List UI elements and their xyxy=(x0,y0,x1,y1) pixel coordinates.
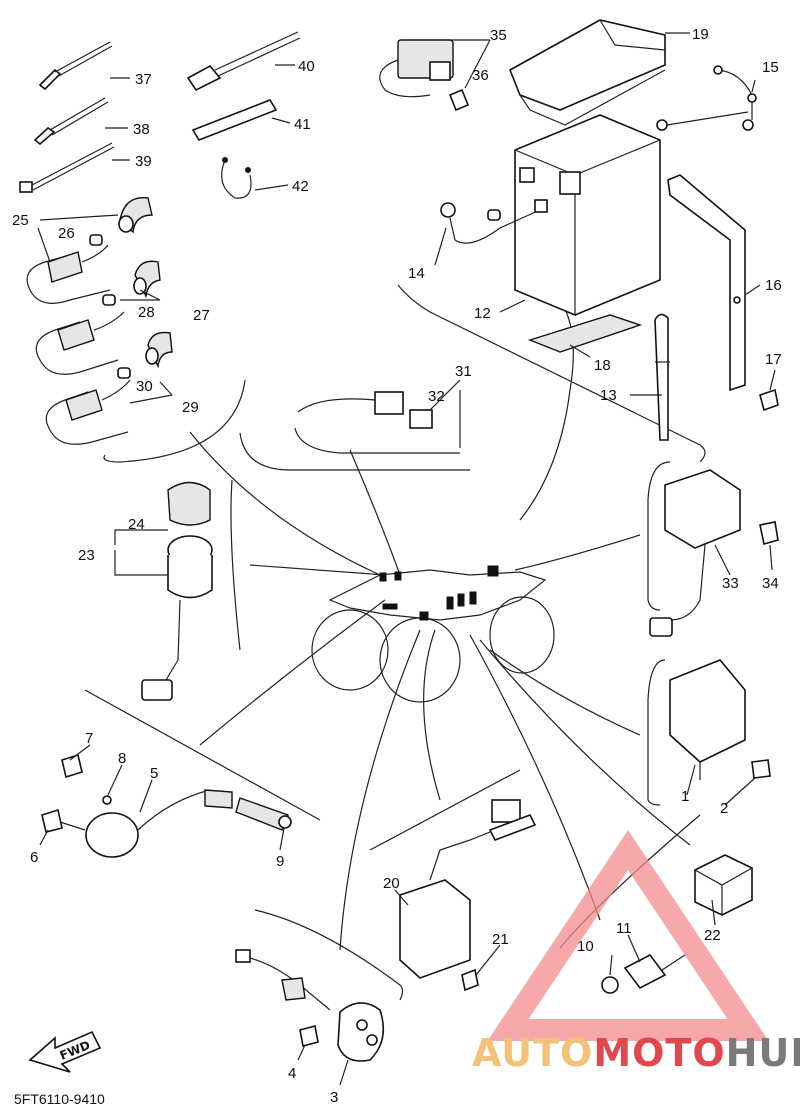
callout-26: 26 xyxy=(58,225,75,242)
callout-31: 31 xyxy=(455,363,472,380)
part-41-tube xyxy=(191,99,278,141)
svg-text:AUTOMOTOHUB: AUTOMOTOHUB xyxy=(472,1031,800,1075)
part-3-4-pickup-coil xyxy=(235,949,385,1062)
callout-25: 25 xyxy=(12,212,29,229)
callout-10: 10 xyxy=(577,938,594,955)
callout-22: 22 xyxy=(704,927,721,944)
leader-lines xyxy=(189,299,691,951)
part-1-2-cdi-unit xyxy=(669,659,771,780)
callout-2: 2 xyxy=(720,800,728,817)
part-14-lead xyxy=(440,199,548,244)
callout-39: 39 xyxy=(135,153,152,170)
callout-leaders xyxy=(37,32,776,1086)
part-42-lead xyxy=(221,157,252,199)
callout-12: 12 xyxy=(474,305,491,322)
part-33-34-relay xyxy=(649,469,779,637)
callout-24: 24 xyxy=(128,516,145,533)
callout-32: 32 xyxy=(428,388,445,405)
callout-21: 21 xyxy=(492,931,509,948)
part-25-26-boot xyxy=(26,196,153,304)
callout-1: 1 xyxy=(681,788,689,805)
callout-9: 9 xyxy=(276,853,284,870)
callout-13: 13 xyxy=(600,387,617,404)
part-27-28-boot xyxy=(35,260,161,375)
callout-5: 5 xyxy=(150,765,158,782)
callout-29: 29 xyxy=(182,399,199,416)
callout-30: 30 xyxy=(136,378,153,395)
part-10-11-switch xyxy=(601,953,686,994)
part-19-cover xyxy=(508,19,666,126)
callout-20: 20 xyxy=(383,875,400,892)
callout-40: 40 xyxy=(298,58,315,75)
part-40-clamp xyxy=(186,31,301,92)
part-35-36-connector xyxy=(379,39,470,112)
callout-7: 7 xyxy=(85,730,93,747)
callout-23: 23 xyxy=(78,547,95,564)
callout-17: 17 xyxy=(765,351,782,368)
part-15-lead xyxy=(656,65,757,131)
callout-37: 37 xyxy=(135,71,152,88)
watermark-auto: AUTO xyxy=(472,1031,593,1075)
callout-15: 15 xyxy=(762,59,779,76)
part-38-cable-tie xyxy=(33,97,109,146)
part-37-cable-tie xyxy=(38,41,113,91)
part-16-17-bracket xyxy=(667,174,779,412)
callout-19: 19 xyxy=(692,26,709,43)
callout-3: 3 xyxy=(330,1089,338,1106)
callout-8: 8 xyxy=(118,750,126,767)
callout-27: 27 xyxy=(193,307,210,324)
part-5-9-ignition-coil xyxy=(41,753,292,858)
fwd-arrow-icon: FWD xyxy=(28,1030,102,1073)
part-23-24-main-switch xyxy=(141,481,213,701)
watermark-triangle-icon xyxy=(487,830,769,1041)
callout-11: 11 xyxy=(616,920,632,937)
callout-4: 4 xyxy=(288,1065,296,1082)
part-12-battery xyxy=(514,114,661,316)
part-39-cable-tie xyxy=(19,142,115,193)
atv-silhouette xyxy=(311,565,555,703)
part-29-30-boot xyxy=(45,331,173,445)
callout-42: 42 xyxy=(292,178,309,195)
callout-14: 14 xyxy=(408,265,425,282)
callout-41: 41 xyxy=(294,116,311,133)
part-31-32-relay xyxy=(297,391,433,429)
callout-labels: 37 38 39 40 41 42 25 26 28 27 30 29 31 3… xyxy=(12,26,782,1106)
watermark-moto: MOTO xyxy=(593,1031,725,1075)
callout-18: 18 xyxy=(594,357,611,374)
callout-28: 28 xyxy=(138,304,155,321)
part-13-pipe xyxy=(654,313,670,441)
callout-16: 16 xyxy=(765,277,782,294)
callout-33: 33 xyxy=(722,575,739,592)
callout-35: 35 xyxy=(490,27,507,44)
part-22-cover xyxy=(694,854,753,916)
callout-6: 6 xyxy=(30,849,38,866)
watermark-hub: HUB xyxy=(726,1031,800,1075)
callout-36: 36 xyxy=(472,67,489,84)
watermark: AUTOMOTOHUB xyxy=(472,830,800,1075)
part-18-pad xyxy=(527,314,643,353)
part-code: 5FT6110-9410 xyxy=(14,1091,105,1107)
callout-38: 38 xyxy=(133,121,150,138)
callout-34: 34 xyxy=(762,575,779,592)
part-20-21-rectifier xyxy=(399,799,537,992)
